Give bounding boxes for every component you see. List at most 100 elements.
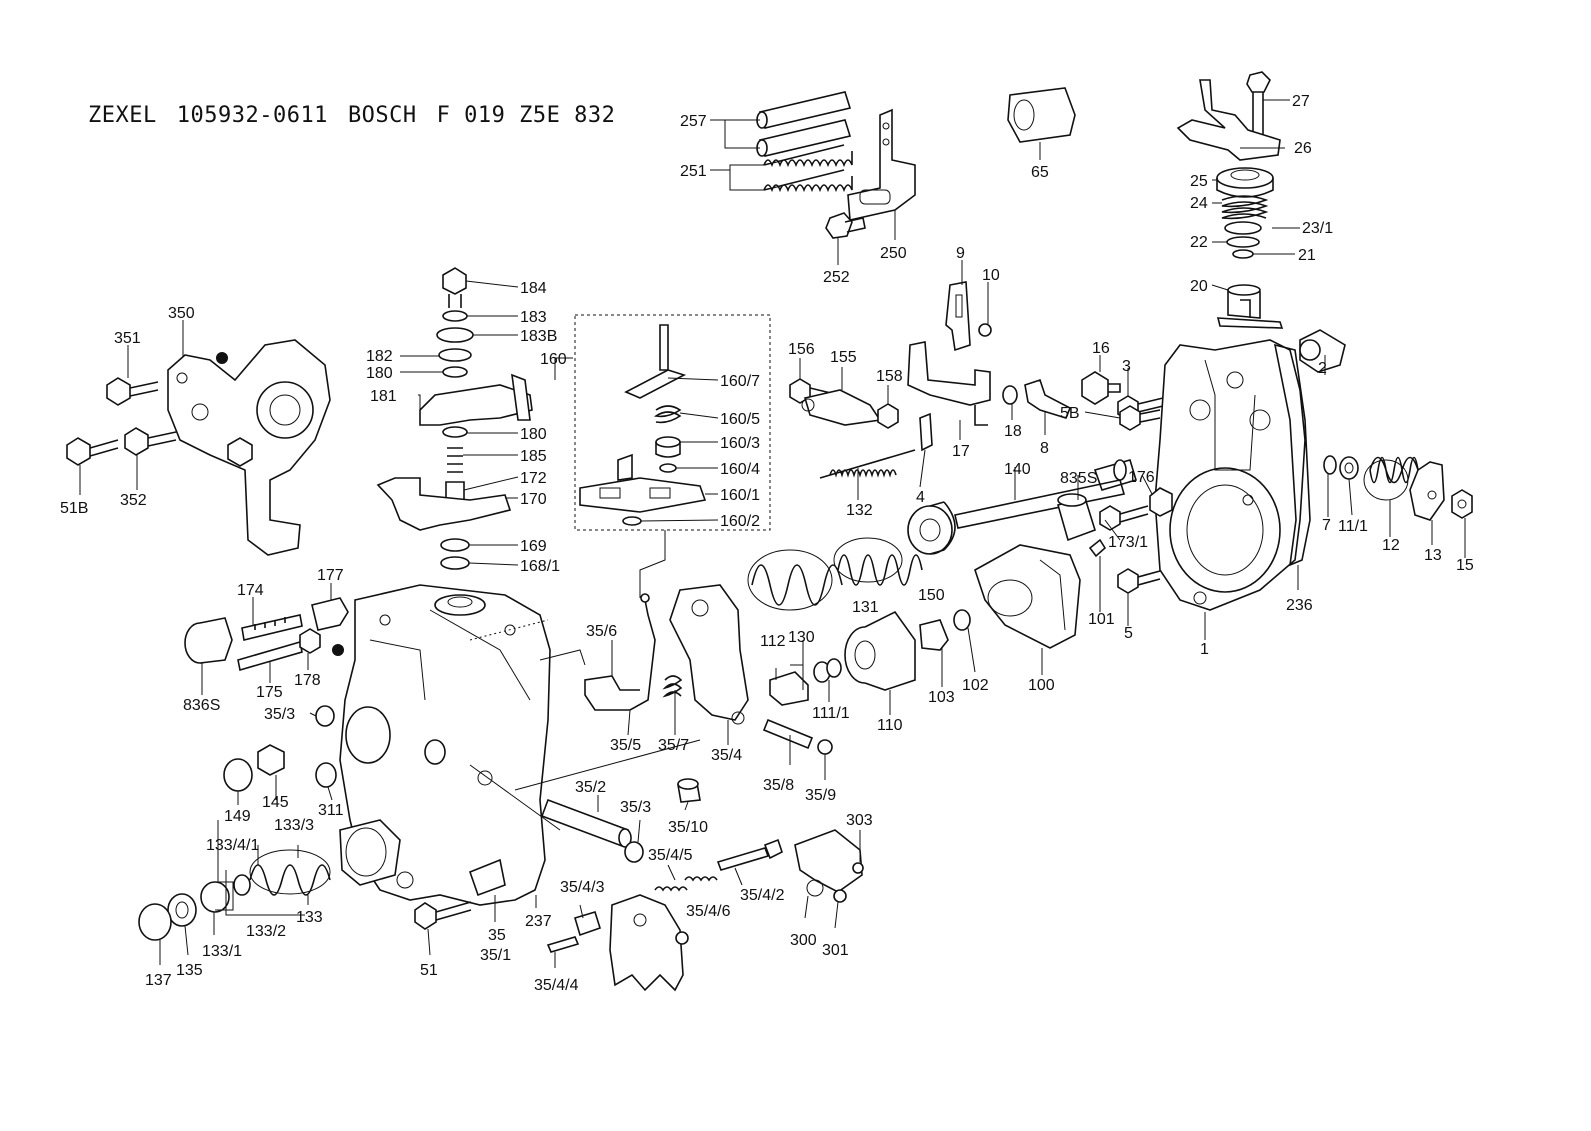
callout-35-4-5: 35/4/5 [648, 847, 693, 864]
washer-180b-illustration [442, 426, 468, 438]
washer-180-illustration [442, 366, 468, 378]
washer-111-1-illustration [813, 658, 842, 683]
dot-178-illustration [332, 644, 344, 656]
callout-180a: 180 [366, 365, 393, 382]
clip-4-illustration [919, 412, 933, 452]
screw-35-4-4-illustration [546, 936, 580, 953]
callout-160: 160 [540, 351, 567, 368]
clip-10-illustration [978, 323, 992, 337]
callout-130: 130 [788, 629, 815, 646]
lever-35-6-illustration [584, 593, 656, 711]
plate-160-1-illustration [579, 453, 707, 513]
callout-35-6: 35/6 [586, 623, 617, 640]
callout-35-3-left: 35/3 [264, 706, 295, 723]
sleeve-257-illustration [756, 91, 852, 157]
callout-145: 145 [262, 794, 289, 811]
screw-5-illustration [1117, 568, 1161, 594]
callout-303: 303 [846, 812, 873, 829]
assembly-160-frame [574, 314, 771, 531]
callout-156: 156 [788, 341, 815, 358]
callout-300: 300 [790, 932, 817, 949]
dot-350-illustration [216, 352, 228, 364]
screw-175-illustration [237, 640, 303, 672]
callout-35-4: 35/4 [711, 747, 742, 764]
spring-131-illustration [833, 537, 923, 586]
plate-13-illustration [1409, 461, 1445, 521]
callout-112: 112 [760, 633, 786, 650]
nut-178-illustration [299, 628, 321, 654]
cap-2-illustration [1299, 329, 1346, 373]
plug-16-illustration [1081, 371, 1121, 405]
callout-176: 176 [1128, 469, 1155, 486]
callout-101: 101 [1088, 611, 1115, 628]
callout-160-3: 160/3 [720, 435, 760, 452]
callout-35-5: 35/5 [610, 737, 641, 754]
callout-150: 150 [918, 587, 945, 604]
plate-35-4-lower-illustration [609, 894, 689, 992]
nut-25-illustration [1216, 167, 1274, 198]
callout-111-1: 111/1 [812, 705, 850, 722]
callout-11-1: 11/1 [1338, 518, 1368, 535]
callout-16: 16 [1092, 340, 1110, 357]
callout-35-4-3: 35/4/3 [560, 879, 605, 896]
clip-301-illustration [833, 889, 847, 903]
callout-177: 177 [317, 567, 344, 584]
callout-35-7: 35/7 [658, 737, 689, 754]
callout-184: 184 [520, 280, 547, 297]
brand-bosch: BOSCH [347, 103, 417, 128]
callout-185: 185 [520, 448, 547, 465]
spring-133-illustration [249, 849, 331, 896]
callout-132: 132 [846, 502, 873, 519]
callout-110: 110 [877, 717, 903, 734]
callout-180b: 180 [520, 426, 547, 443]
lever-17-illustration [907, 341, 991, 426]
callout-155: 155 [830, 349, 857, 366]
callout-51B: 51B [60, 500, 88, 517]
callout-35-9: 35/9 [805, 787, 836, 804]
clip-35-9-illustration [817, 739, 833, 755]
callout-65: 65 [1031, 164, 1049, 181]
brand-zexel: ZEXEL [88, 103, 157, 128]
callout-24: 24 [1190, 195, 1208, 212]
callout-103: 103 [928, 689, 955, 706]
washer-stack-21-23-illustration [1224, 221, 1262, 259]
plug-311-illustration [315, 762, 337, 788]
spring-160-5-illustration [653, 405, 682, 424]
bracket-300-illustration [794, 829, 863, 897]
callout-172: 172 [520, 470, 547, 487]
callout-133-4-1: 133/4/1 [206, 837, 259, 854]
bolt-352-illustration [124, 427, 177, 456]
callout-257: 257 [680, 113, 707, 130]
bolt-184-illustration [442, 267, 467, 308]
callout-12: 12 [1382, 537, 1400, 554]
callout-10: 10 [982, 267, 1000, 284]
nut-303-illustration [852, 862, 864, 874]
ring-35-3-illustration [624, 841, 644, 863]
ring-102-illustration [953, 609, 971, 631]
callout-173-1: 173/1 [1108, 534, 1148, 551]
cap-135-illustration [167, 893, 197, 927]
callout-22: 22 [1190, 234, 1208, 251]
callout-182: 182 [366, 348, 393, 365]
callout-35-4-6: 35/4/6 [686, 903, 731, 920]
callout-35-2: 35/2 [575, 779, 606, 796]
sleeve-835S-illustration [1057, 493, 1096, 542]
nut-65-illustration [1007, 87, 1076, 143]
callout-160-1: 160/1 [720, 487, 760, 504]
spring-251-illustration [763, 144, 853, 193]
lever-170-illustration [376, 477, 512, 531]
bolt-351-illustration [106, 377, 159, 406]
callout-168-1: 168/1 [520, 558, 560, 575]
spring-132-illustration [819, 449, 916, 479]
ring-7-illustration [1323, 455, 1337, 475]
callout-133-3: 133/3 [274, 817, 314, 834]
shaft-20-illustration [1216, 284, 1284, 329]
callout-35-4-4: 35/4/4 [534, 977, 579, 994]
nut-15-illustration [1451, 489, 1473, 519]
callout-350: 350 [168, 305, 195, 322]
bolt-51-illustration [414, 901, 472, 930]
link-9-illustration [945, 281, 971, 352]
callout-35: 35 [488, 927, 506, 944]
nut-158-illustration [877, 403, 899, 429]
spring-130-illustration [747, 549, 843, 611]
